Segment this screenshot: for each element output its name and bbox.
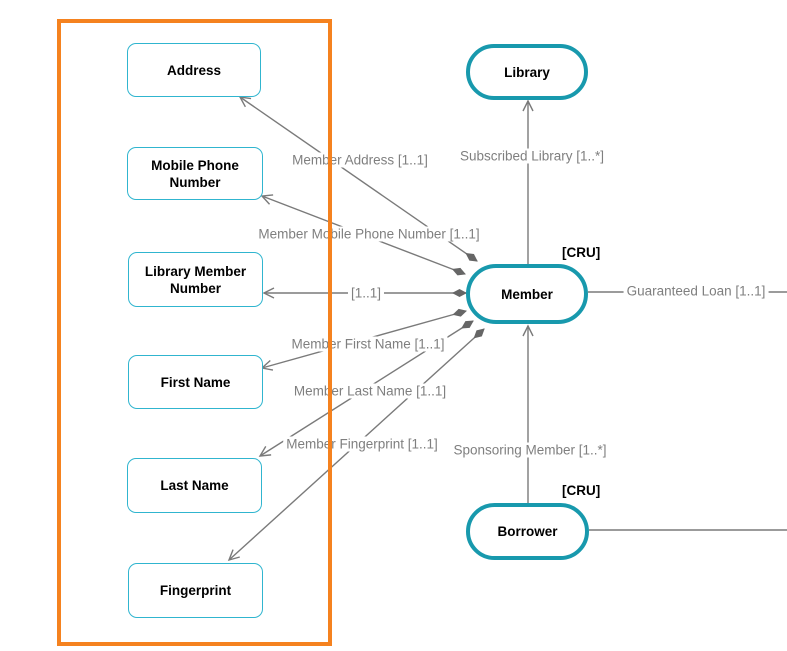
entity-member[interactable]: Member [466,264,588,324]
attribute-address[interactable]: Address [127,43,261,97]
edge-label-guaranteed-loan[interactable]: Guaranteed Loan [1..1] [623,283,769,299]
attribute-mobile-phone-number-label: Mobile Phone Number [151,157,239,190]
entity-library-label: Library [504,64,550,80]
edge-label-sponsoring-member[interactable]: Sponsoring Member [1..*] [450,442,610,458]
attribute-group-highlight[interactable] [57,19,332,646]
attribute-fingerprint[interactable]: Fingerprint [128,563,263,618]
attribute-address-label: Address [166,62,222,78]
entity-borrower-label: Borrower [497,524,558,539]
attribute-library-member-number-label: Library Member Number [144,263,247,296]
entity-member-label: Member [501,286,553,302]
entity-library[interactable]: Library [466,44,588,100]
entity-borrower[interactable]: Borrower [466,503,589,560]
attribute-last-name-label: Last Name [160,478,229,493]
attribute-first-name-label: First Name [160,374,231,390]
stereotype-borrower: [CRU] [562,483,601,498]
edge-label-subscribed-library[interactable]: Subscribed Library [1..*] [456,148,608,164]
edge-label-library-member-number[interactable]: [1..1] [347,285,385,301]
attribute-library-member-number[interactable]: Library Member Number [128,252,263,307]
stereotype-member: [CRU] [562,245,601,260]
attribute-fingerprint-label: Fingerprint [159,583,232,598]
